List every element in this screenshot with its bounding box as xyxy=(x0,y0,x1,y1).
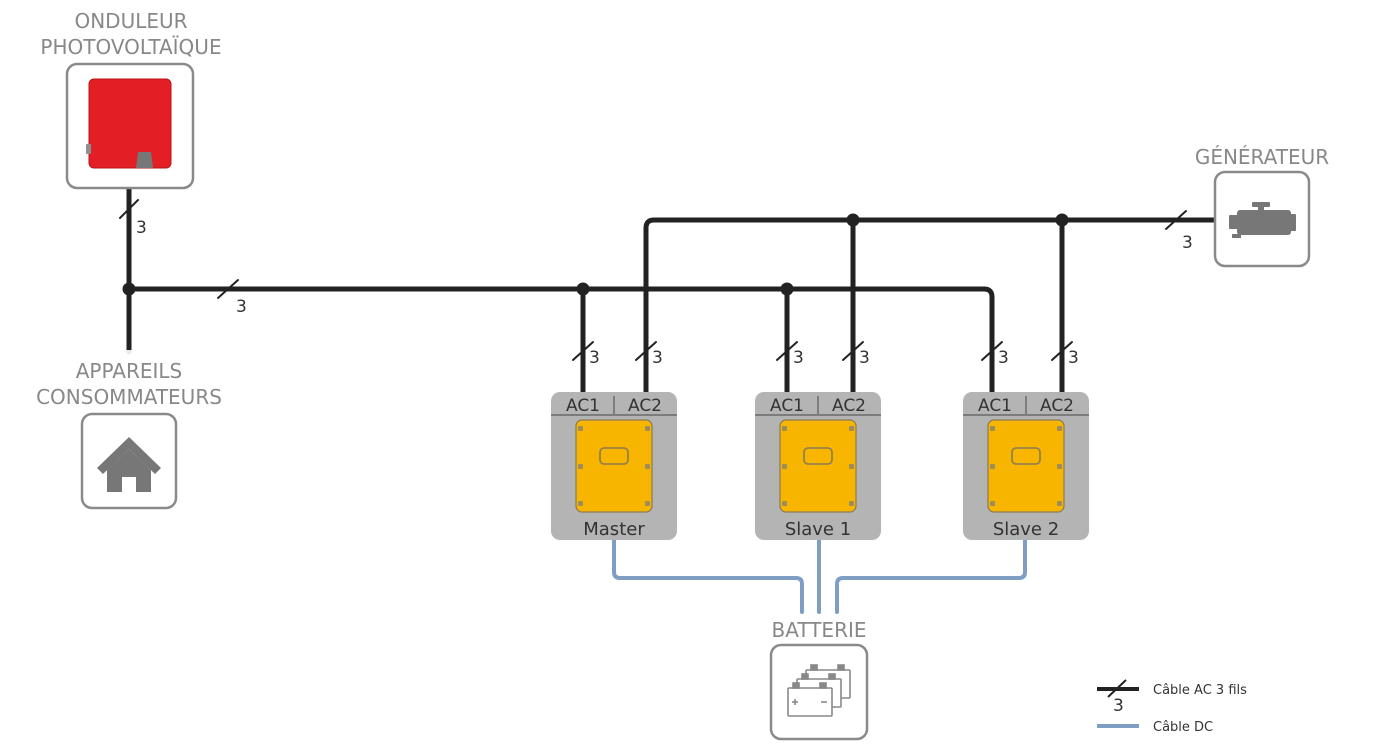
ac1-label: AC1 xyxy=(978,396,1012,416)
engine-icon xyxy=(1229,202,1296,238)
legend: 3 Câble AC 3 fils Câble DC xyxy=(1097,679,1247,735)
legend-ac-wire-count: 3 xyxy=(1113,696,1124,716)
junction-dots xyxy=(122,213,1069,296)
battery-inverter-icon xyxy=(987,419,1065,513)
unit-name: Master xyxy=(583,519,645,540)
wire-count-master-ac1: 3 xyxy=(589,348,600,368)
legend-dc-label: Câble DC xyxy=(1153,720,1213,735)
wire-count-slave1-ac2: 3 xyxy=(859,348,870,368)
ac2-label: AC2 xyxy=(628,396,662,416)
battery-label: BATTERIE xyxy=(772,618,867,642)
ac1-label: AC1 xyxy=(770,396,804,416)
battery: BATTERIE xyxy=(769,618,869,741)
inverter-label-line2: PHOTOVOLTAÏQUE xyxy=(40,35,221,59)
dc-wiring xyxy=(612,536,1027,614)
generator: GÉNÉRATEUR xyxy=(1195,145,1329,268)
ac2-label: AC2 xyxy=(1040,396,1074,416)
loads-label-line1: APPAREILS xyxy=(76,359,182,383)
ac1-label: AC1 xyxy=(566,396,600,416)
loads: APPAREILS CONSOMMATEURS xyxy=(16,350,244,510)
ac-wiring xyxy=(126,187,1218,395)
battery-inverter-icon xyxy=(779,419,857,513)
wire-count-master-ac2: 3 xyxy=(652,348,663,368)
inverter-label-line1: ONDULEUR xyxy=(74,9,187,33)
wire-count-loads-bus: 3 xyxy=(236,297,247,317)
generator-label: GÉNÉRATEUR xyxy=(1195,145,1329,169)
legend-ac-symbol: 3 xyxy=(1097,679,1139,716)
wire-count-labels: 3 3 3 3 3 3 3 3 3 xyxy=(136,218,1193,368)
battery-inverter-icon xyxy=(575,419,653,513)
wire-count-generator: 3 xyxy=(1182,233,1193,253)
pv-inverter-icon xyxy=(86,78,172,169)
wire-count-slave1-ac1: 3 xyxy=(793,348,804,368)
wire-count-slashes xyxy=(119,199,1187,361)
pv-inverter: ONDULEUR PHOTOVOLTAÏQUE xyxy=(40,9,222,190)
wire-count-inverter: 3 xyxy=(136,218,147,238)
unit-name: Slave 2 xyxy=(993,519,1059,540)
wire-count-slave2-ac2: 3 xyxy=(1068,348,1079,368)
legend-ac-label: Câble AC 3 fils xyxy=(1153,683,1247,698)
loads-label-line2: CONSOMMATEURS xyxy=(36,385,222,409)
battery-icon xyxy=(787,664,851,717)
wire-count-slave2-ac1: 3 xyxy=(998,348,1009,368)
unit-name: Slave 1 xyxy=(785,519,851,540)
ac2-label: AC2 xyxy=(832,396,866,416)
house-icon xyxy=(97,437,161,492)
